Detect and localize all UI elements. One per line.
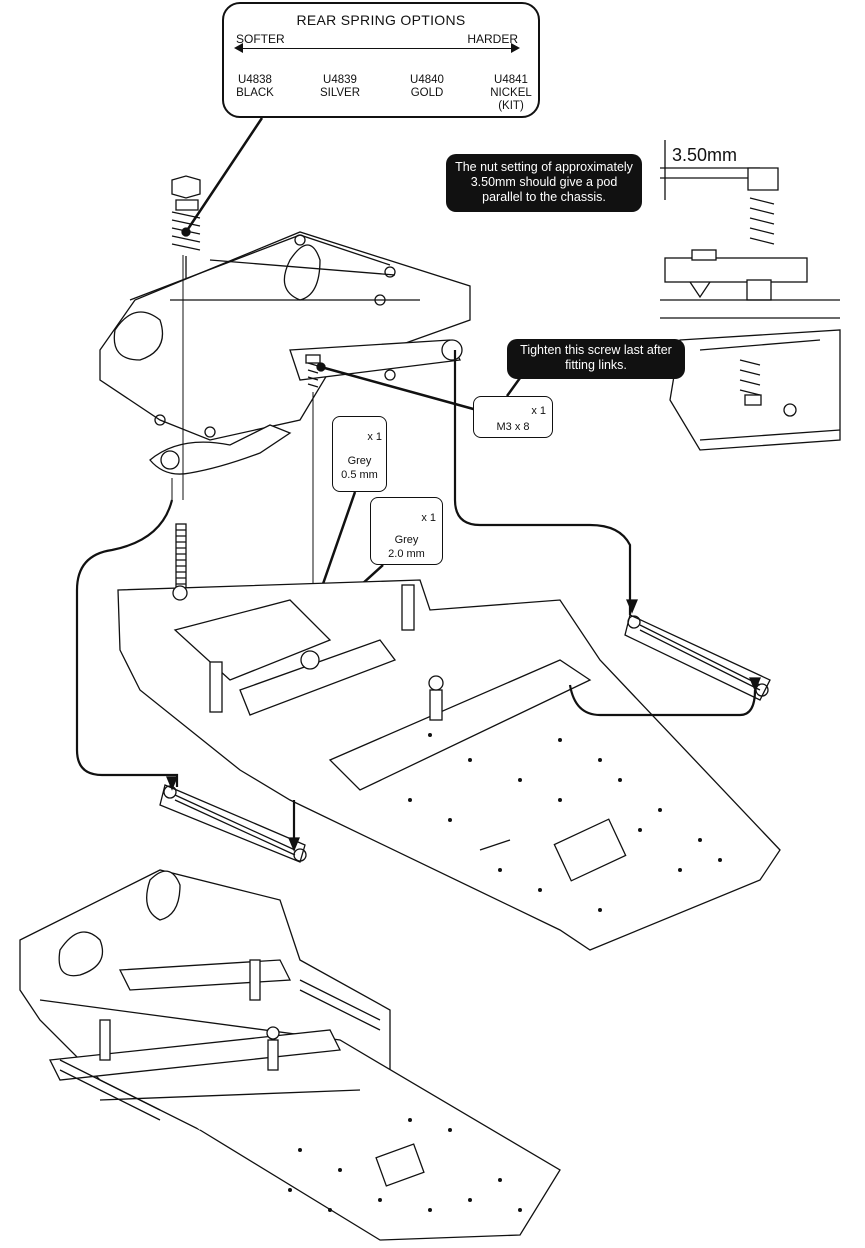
nut-setting-callout: The nut setting of approximately 3.50mm …: [446, 154, 642, 212]
washer-20-size: 2.0 mm: [388, 548, 425, 560]
screw-size: M3 x 8: [496, 421, 530, 433]
link-right: [624, 614, 771, 701]
rear-spring-options-box: REAR SPRING OPTIONS SOFTER HARDER U4838 …: [222, 2, 540, 118]
rear-pod-upper: [99, 231, 471, 475]
nut-dimension-label: 3.50mm: [672, 145, 738, 165]
spring-option-nickel: U4841 NICKEL (KIT): [490, 74, 532, 112]
spring-option-silver: U4839 SILVER: [319, 74, 361, 99]
softer-label: SOFTER: [236, 32, 285, 46]
washer-05-size: 0.5 mm: [341, 469, 378, 481]
screw-part-box: x 1 M3 x 8: [473, 396, 553, 438]
chassis-plate-exploded: [117, 579, 781, 951]
spring-option-black: U4838 BLACK: [236, 74, 274, 99]
screw-leader-line: [320, 365, 478, 412]
assembled-view: [19, 869, 561, 1241]
spring-option-gold: U4840 GOLD: [410, 74, 444, 99]
pod-nut-spring: [171, 175, 201, 300]
threaded-rod: [175, 523, 187, 590]
washer-05-color: Grey: [347, 455, 372, 467]
washer-20-qty: x 1: [421, 512, 436, 524]
washer-05-part-box: x 1 Grey 0.5 mm: [332, 416, 387, 492]
harder-label: HARDER: [467, 32, 518, 46]
nut-setting-detail: [660, 140, 840, 319]
softer-harder-arrow: [234, 43, 520, 53]
washer-05-qty: x 1: [367, 431, 382, 443]
spring-options-title: REAR SPRING OPTIONS: [296, 12, 466, 28]
screw-qty: x 1: [531, 405, 546, 417]
pod-detail-inset: [669, 329, 841, 451]
m3-screw-part: [305, 354, 321, 388]
washer-20-color: Grey: [394, 534, 419, 546]
washer-20-part-box: x 1 Grey 2.0 mm: [370, 497, 443, 565]
tighten-screw-callout: Tighten this screw last after fitting li…: [507, 339, 685, 379]
link-left: [159, 784, 307, 863]
spring-leader-line: [184, 117, 264, 233]
